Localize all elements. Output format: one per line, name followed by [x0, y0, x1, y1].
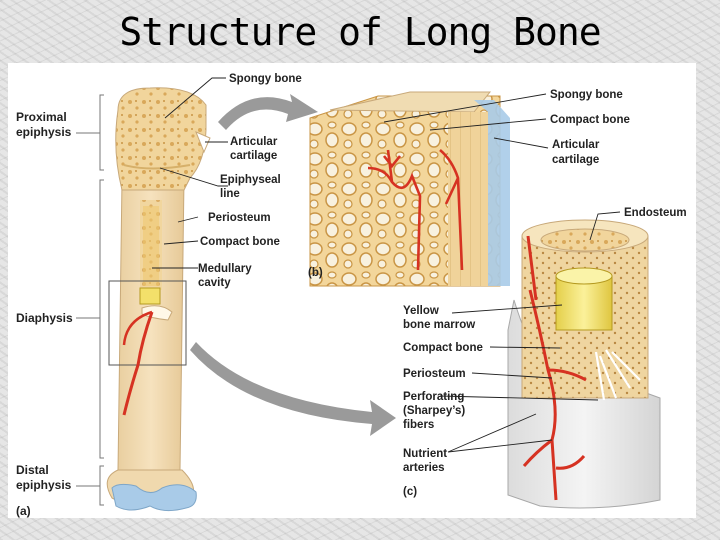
nutrient-arteries-label-1: Nutrient: [403, 448, 447, 460]
shaft-cross-section: [507, 219, 661, 509]
epiphyseal-line-label-2: line: [220, 188, 240, 200]
panel-c-letter: (c): [403, 486, 417, 498]
spongy-bone-label-a: Spongy bone: [229, 73, 302, 85]
periosteum-label-c: Periosteum: [403, 368, 466, 380]
periosteum-label-a: Periosteum: [208, 212, 271, 224]
compact-bone-label-b: Compact bone: [550, 114, 630, 126]
distal-cartilage-shape: [111, 483, 197, 512]
page-title: Structure of Long Bone: [119, 10, 601, 54]
proximal-epiphysis-label-1: Proximal: [16, 110, 67, 124]
nutrient-arteries-c: [522, 235, 587, 501]
distal-epiphysis-label-2: epiphysis: [16, 478, 72, 492]
panel-b-letter: (b): [308, 267, 323, 279]
sharpey-fibers: [594, 349, 641, 401]
arrow-to-panel-b: [218, 94, 318, 130]
panel-c-leader-lines: [439, 211, 621, 453]
medullary-cavity-label-2: cavity: [198, 277, 231, 289]
panel-a-letter: (a): [16, 504, 31, 518]
perforating-fibers-label-2: (Sharpey’s): [403, 405, 465, 417]
yellow-bone-marrow-label-2: bone marrow: [403, 319, 475, 331]
panel-a-leader-lines: [152, 77, 228, 269]
epiphyseal-line-shape: [123, 164, 191, 170]
compact-bone-label-c: Compact bone: [403, 342, 483, 354]
yellow-bone-marrow-label-1: Yellow: [403, 305, 439, 317]
perforating-fibers-label-3: fibers: [403, 419, 434, 431]
compact-bone-label-a: Compact bone: [200, 236, 280, 248]
blood-vessels-b: [367, 149, 464, 271]
medullary-cavity-label-1: Medullary: [198, 263, 252, 275]
perforating-fibers-label-1: Perforating: [403, 391, 464, 403]
articular-cartilage-layer-b: [474, 100, 510, 286]
spongy-bone-block: [309, 91, 510, 287]
distal-epiphysis-label-1: Distal: [16, 463, 49, 477]
nutrient-arteries-label-2: arteries: [403, 462, 445, 474]
spongy-bone-label-b: Spongy bone: [550, 89, 623, 101]
nutrient-artery-shape: [122, 311, 154, 416]
section-box: [108, 280, 187, 366]
diaphysis-label: Diaphysis: [16, 311, 73, 325]
region-brackets: [76, 94, 104, 506]
proximal-head-shape: [115, 87, 207, 191]
epiphyseal-line-label-1: Epiphyseal: [220, 174, 281, 186]
long-bone-illustration: [106, 87, 211, 512]
panel-b-leader-lines: [383, 93, 549, 149]
articular-cartilage-label-b-1: Articular: [552, 139, 600, 151]
articular-cartilage-label-b-2: cartilage: [552, 154, 599, 166]
articular-cartilage-label-a-2: cartilage: [230, 150, 277, 162]
compact-bone-layer-b: [448, 112, 488, 286]
endosteum-label: Endosteum: [624, 207, 687, 219]
proximal-epiphysis-label-2: epiphysis: [16, 125, 72, 139]
arrow-to-panel-c: [190, 342, 396, 436]
articular-cartilage-label-a-1: Articular: [230, 136, 278, 148]
